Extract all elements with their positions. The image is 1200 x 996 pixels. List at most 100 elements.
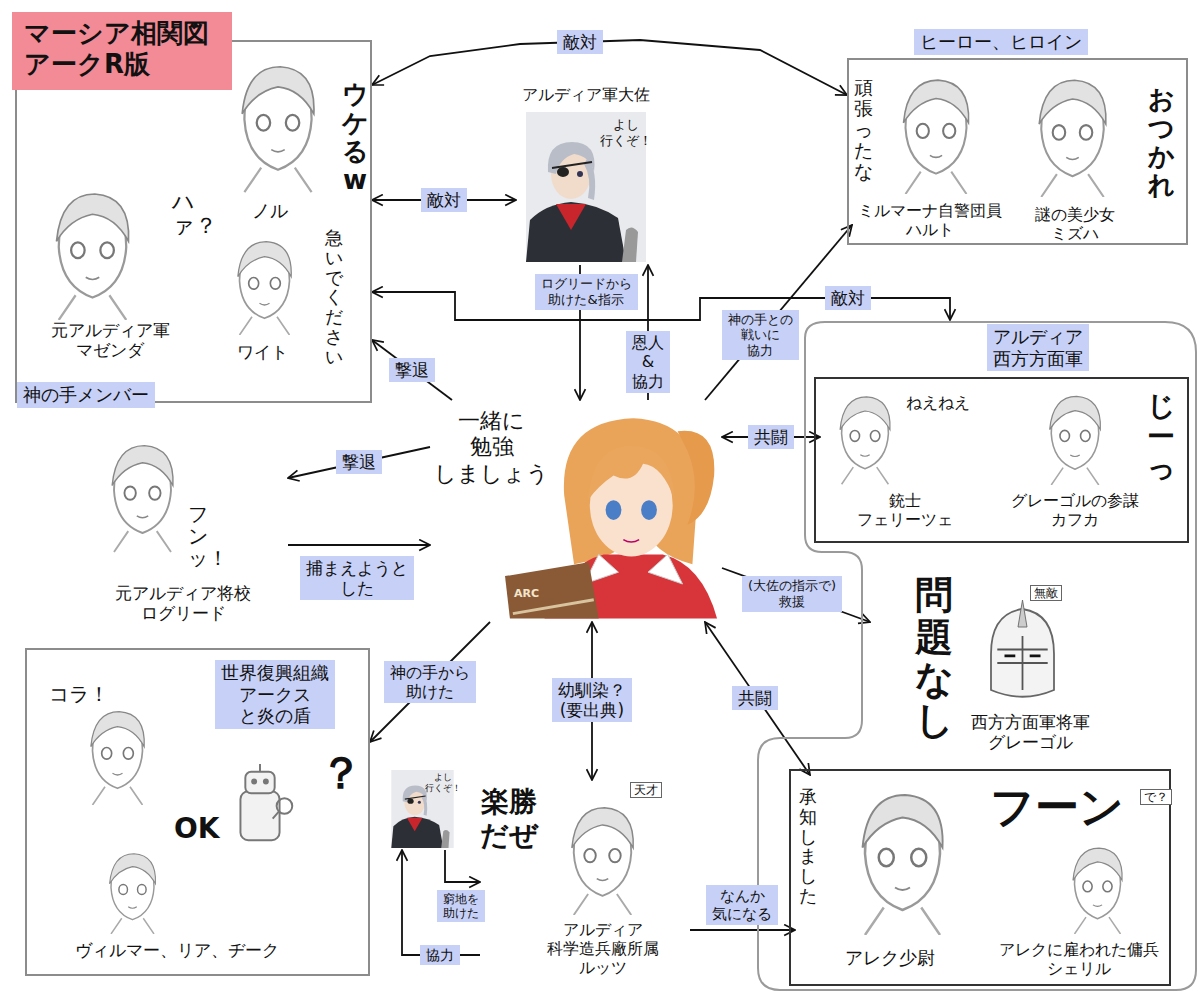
character-card: 頑張ったなミルマーナ自警団員 ハルト <box>852 65 1007 243</box>
edge-label: 捕まえようと した <box>300 556 414 601</box>
title-box: マーシア相関図 アークR版 <box>12 12 232 90</box>
connector-group <box>288 40 950 955</box>
group-box: アルディア 西方方面軍ねえねえ銃士 フェリーツェじーっグレーゴルの参謀 カフカ問… <box>755 320 1198 992</box>
character-card: おつかれ謎の美少女 ミズハ <box>1010 65 1185 245</box>
name-caption: アレク少尉 <box>845 947 935 969</box>
group-box: 世界復興組織 アークス と炎の盾 コラ！ ？ OK ヴィルマー、リア、ヂーク <box>25 648 370 976</box>
speech-text: フンッ！ <box>188 503 208 569</box>
speech-text: コラ！ <box>49 682 109 706</box>
edge-label: 共闘 <box>732 686 778 710</box>
relation-arrow <box>370 622 490 742</box>
edge-label: なんか 気になる <box>706 885 778 925</box>
group-box: 神の手メンバーウケるwノルハァ？元アルディア軍 マゼンダ急いでくださいワイト <box>15 40 372 403</box>
portrait-noru <box>242 67 314 192</box>
edge-label: 協力 <box>420 945 460 966</box>
portrait-haruto <box>903 80 968 194</box>
portrait-logrid <box>112 446 173 552</box>
portrait-mizuha <box>1039 80 1106 197</box>
group-heading: アルディア 西方方面軍 <box>987 324 1089 371</box>
edge-label: 敵対 <box>421 188 467 212</box>
character-card: よし 行くぞ！ <box>385 768 463 850</box>
name-caption: アルディア軍大佐 <box>522 85 650 104</box>
edge-label: ログリードから 助けた&指示 <box>535 274 638 309</box>
relation-arrow <box>705 225 852 400</box>
portrait-cheryl <box>1073 848 1122 934</box>
edge-label: 神の手との 戦いに 協力 <box>722 310 799 361</box>
character-card: 問題なし無敵西方方面軍将軍 グレーゴル <box>870 575 1110 757</box>
speech-text: じーっ <box>1147 391 1175 483</box>
portrait-kafka <box>1050 396 1101 485</box>
edge-label: 撃退 <box>336 450 382 474</box>
speech-bubble: 無敵 <box>1030 585 1062 601</box>
relation-arrow <box>288 544 430 546</box>
character-card: 一緒に 勉強 しましょう <box>430 400 722 622</box>
character-card: 楽勝 だぜ天才アルディア 科学造兵廠所属 ルッツ <box>480 780 690 990</box>
portrait-lutz <box>572 808 633 915</box>
book-label: ARC <box>514 587 539 600</box>
relation-arrow <box>690 929 795 931</box>
character-card: ハァ？元アルディア軍 マゼンダ <box>20 180 202 372</box>
name-caption: ノル <box>252 200 288 222</box>
relation-arrow <box>445 850 480 882</box>
character-card: フーンで？ アレクに雇われた傭兵 シェリル <box>990 775 1174 980</box>
name-caption: 銃士 フェリーツェ <box>857 491 953 529</box>
name-caption: アルディア 科学造兵廠所属 ルッツ <box>547 920 659 978</box>
relation-arrow <box>372 340 452 400</box>
speech-text: おつかれ <box>1148 85 1174 199</box>
speech-text: ウケるw <box>342 80 368 194</box>
speech-bubble: で？ <box>1140 789 1172 805</box>
speech-text: 一緒に 勉強 しましょう <box>434 408 549 487</box>
character-card: フンッ！ 元アルディア将校 ログリード <box>88 415 288 630</box>
edge-label: 共闘 <box>748 425 794 449</box>
speech-text: OK <box>174 812 220 846</box>
speech-text: フーン <box>990 781 1124 834</box>
edge-label: (大佐の指示で) 救援 <box>742 576 842 611</box>
speech-bubble: 天才 <box>630 782 662 798</box>
subgroup-frame <box>790 770 1170 985</box>
name-caption: ヴィルマー、リア、ヂーク <box>75 940 279 960</box>
speech-text: ハァ？ <box>172 190 194 238</box>
group-outline <box>755 320 1198 992</box>
portrait-gregor <box>991 600 1054 697</box>
group-heading: 世界復興組織 アークス と炎の盾 <box>215 660 335 729</box>
speech-text: 頑張ったな <box>854 77 873 181</box>
portrait-wite <box>238 242 291 335</box>
edge-label: 神の手から 助けた <box>384 661 476 703</box>
portrait-wilmer <box>91 712 144 805</box>
speech-text: よし 行くぞ！ <box>600 117 652 148</box>
name-caption: ミルマーナ自警団員 ハルト <box>858 201 1002 239</box>
character-card: アルディア軍大佐よし 行くぞ！ <box>516 85 656 265</box>
subgroup-frame <box>815 378 1188 542</box>
relation-arrow <box>705 622 810 775</box>
portrait-alec <box>863 795 943 935</box>
group-box: ヒーロー、ヒロイン頑張ったなミルマーナ自警団員 ハルトおつかれ謎の美少女 ミズハ <box>847 58 1188 245</box>
name-caption: アレクに雇われた傭兵 シェリル <box>999 940 1159 978</box>
name-caption: 西方方面軍将軍 グレーゴル <box>971 712 1090 753</box>
speech-text: ？ <box>319 747 363 800</box>
relation-arrow <box>288 447 430 478</box>
speech-text: ねえねえ <box>906 393 970 412</box>
edge-label: 恩人 &協力 <box>626 331 670 393</box>
name-caption: 元アルディア将校 ログリード <box>115 583 251 624</box>
title: マーシア相関図 アークR版 <box>24 18 209 80</box>
speech-text: よし 行くぞ！ <box>425 772 461 794</box>
relation-arrow <box>722 568 870 622</box>
edge-label: 撃退 <box>389 358 435 382</box>
group-heading: ヒーロー、ヒロイン <box>914 29 1088 55</box>
group-heading: 神の手メンバー <box>17 382 155 408</box>
portrait-mazenda <box>57 194 129 320</box>
speech-text: 承知しました <box>799 787 817 906</box>
portrait-ferize <box>840 397 890 484</box>
name-caption: グレーゴルの参謀 カフカ <box>1011 491 1139 529</box>
edge-label: 敵対 <box>557 30 603 54</box>
character-card: じーっグレーゴルの参謀 カフカ <box>1005 383 1185 538</box>
portrait-zeke <box>240 764 292 840</box>
name-caption: ワイト <box>237 342 288 362</box>
group-outline-path <box>758 322 1196 990</box>
name-caption: 謎の美少女 ミズハ <box>1035 205 1115 243</box>
speech-text: 急いでください <box>325 228 343 367</box>
portrait-lia <box>110 854 156 934</box>
character-card: 承知しましたアレク少尉 <box>795 775 985 980</box>
